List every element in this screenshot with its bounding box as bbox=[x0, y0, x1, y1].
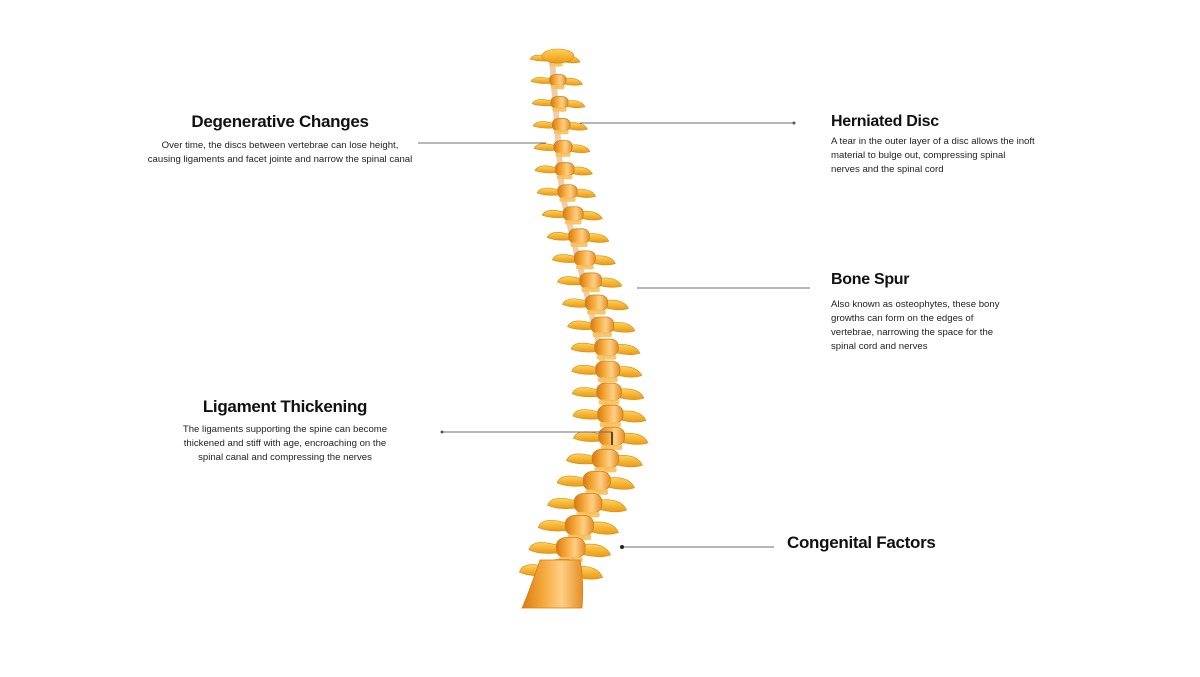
callout-description-line: growths can form on the edges of bbox=[831, 313, 973, 324]
vertebra-body bbox=[585, 295, 607, 311]
vertebra-body bbox=[555, 163, 574, 176]
vertebra-process-left bbox=[573, 432, 601, 442]
vertebra-body bbox=[563, 207, 583, 221]
vertebra-process-left bbox=[542, 210, 565, 218]
intervertebral-disc bbox=[597, 355, 617, 360]
intervertebral-disc bbox=[581, 287, 599, 292]
intervertebral-disc bbox=[600, 422, 621, 427]
intervertebral-disc bbox=[552, 108, 566, 112]
vertebra-body bbox=[574, 251, 595, 266]
intervertebral-disc bbox=[576, 265, 594, 270]
intervertebral-disc bbox=[555, 152, 570, 156]
vertebra-process-left bbox=[532, 99, 553, 105]
vertebra-process-left bbox=[533, 122, 554, 129]
callout-description-line: A tear in the outer layer of a disc allo… bbox=[831, 136, 1035, 147]
callout-description: Also known as osteophytes, these bony gr… bbox=[831, 298, 1036, 354]
callout-degenerative-changes: Degenerative Changes Over time, the disc… bbox=[130, 112, 430, 167]
callout-title: Degenerative Changes bbox=[130, 112, 430, 132]
vertebra-process-left bbox=[557, 476, 586, 486]
vertebra-process-left bbox=[529, 542, 559, 553]
vertebra-process-left bbox=[535, 166, 557, 173]
callout-description: Over time, the discs between vertebrae c… bbox=[130, 139, 430, 167]
callout-ligament-thickening: Ligament Thickening The ligaments suppor… bbox=[160, 397, 410, 465]
callout-title: Congenital Factors bbox=[787, 533, 987, 553]
callout-title: Bone Spur bbox=[831, 271, 1036, 289]
intervertebral-disc bbox=[565, 220, 582, 225]
callout-description-line: nerves and the spinal cord bbox=[831, 164, 944, 175]
vertebra-process-left bbox=[531, 77, 551, 83]
intervertebral-disc bbox=[557, 175, 573, 179]
callout-description-line: material to bulge out, compressing spina… bbox=[831, 150, 1005, 161]
intervertebral-disc bbox=[593, 332, 612, 337]
callout-description: The ligaments supporting the spine can b… bbox=[160, 423, 410, 465]
vertebra-body bbox=[583, 471, 610, 490]
vertebra-body bbox=[551, 97, 568, 109]
vertebra-process-left bbox=[562, 299, 587, 308]
vertebra-body bbox=[595, 339, 619, 356]
vertebra-process-left bbox=[573, 410, 600, 420]
vertebra-body bbox=[592, 449, 618, 468]
callout-description-line: spinal canal and compressing the nerves bbox=[198, 452, 372, 463]
intervertebral-disc bbox=[598, 377, 618, 382]
intervertebral-disc bbox=[551, 85, 565, 89]
callout-bone-spur: Bone Spur Also known as osteophytes, the… bbox=[831, 271, 1036, 354]
vertebra-process-left bbox=[568, 321, 594, 330]
vertebra-process-left bbox=[557, 277, 582, 285]
callout-description-line: vertebrae, narrowing the space for the bbox=[831, 327, 993, 338]
leader-dot-herniated bbox=[793, 122, 796, 125]
callout-herniated-disc: Herniated Disc A tear in the outer layer… bbox=[831, 113, 1076, 177]
vertebra-body bbox=[549, 74, 565, 86]
intervertebral-disc bbox=[554, 130, 569, 134]
callout-congenital-factors: Congenital Factors bbox=[787, 533, 987, 553]
vertebra-body bbox=[580, 273, 602, 288]
vertebra-body bbox=[569, 229, 590, 244]
vertebra-body bbox=[556, 538, 585, 558]
callout-title: Ligament Thickening bbox=[160, 397, 410, 417]
intervertebral-disc bbox=[599, 400, 620, 405]
vertebra-process-left bbox=[572, 387, 599, 396]
vertebra-body bbox=[565, 515, 593, 535]
atlas-vertebra bbox=[542, 49, 574, 63]
vertebra-body bbox=[558, 185, 577, 199]
vertebra-process-left bbox=[547, 232, 571, 240]
vertebra-process-left bbox=[538, 520, 568, 531]
vertebra-process-left bbox=[571, 343, 597, 352]
vertebra-body bbox=[597, 383, 622, 401]
vertebra-process-left bbox=[572, 365, 598, 374]
intervertebral-disc bbox=[559, 197, 575, 201]
vertebra-body bbox=[591, 317, 614, 333]
callout-description-line: spinal cord and nerves bbox=[831, 341, 928, 352]
intervertebral-disc bbox=[570, 242, 587, 247]
vertebra-process-left bbox=[548, 498, 577, 509]
callout-title: Herniated Disc bbox=[831, 113, 1076, 131]
callout-description-line: The ligaments supporting the spine can b… bbox=[183, 424, 387, 435]
vertebra-process-left bbox=[534, 144, 556, 151]
callout-description-line: thickened and stiff with age, encroachin… bbox=[184, 438, 387, 449]
vertebra-body bbox=[552, 119, 570, 131]
vertebra-body bbox=[574, 493, 602, 513]
vertebra-process-left bbox=[566, 454, 594, 464]
leader-dot-congenital bbox=[620, 545, 624, 549]
leader-dot-ligament bbox=[441, 431, 444, 434]
vertebra-process-left bbox=[537, 188, 560, 195]
callout-description-line: Over time, the discs between vertebrae c… bbox=[162, 140, 399, 151]
vertebra-process-left bbox=[552, 254, 576, 262]
callout-description-line: causing ligaments and facet jointe and n… bbox=[148, 154, 413, 165]
callout-description: A tear in the outer layer of a disc allo… bbox=[831, 135, 1076, 177]
vertebra-body bbox=[554, 141, 572, 154]
vertebra-body bbox=[598, 405, 623, 423]
intervertebral-disc bbox=[587, 310, 606, 315]
spinal-column bbox=[519, 49, 648, 608]
callout-description-line: Also known as osteophytes, these bony bbox=[831, 299, 1000, 310]
vertebra-body bbox=[596, 361, 620, 378]
